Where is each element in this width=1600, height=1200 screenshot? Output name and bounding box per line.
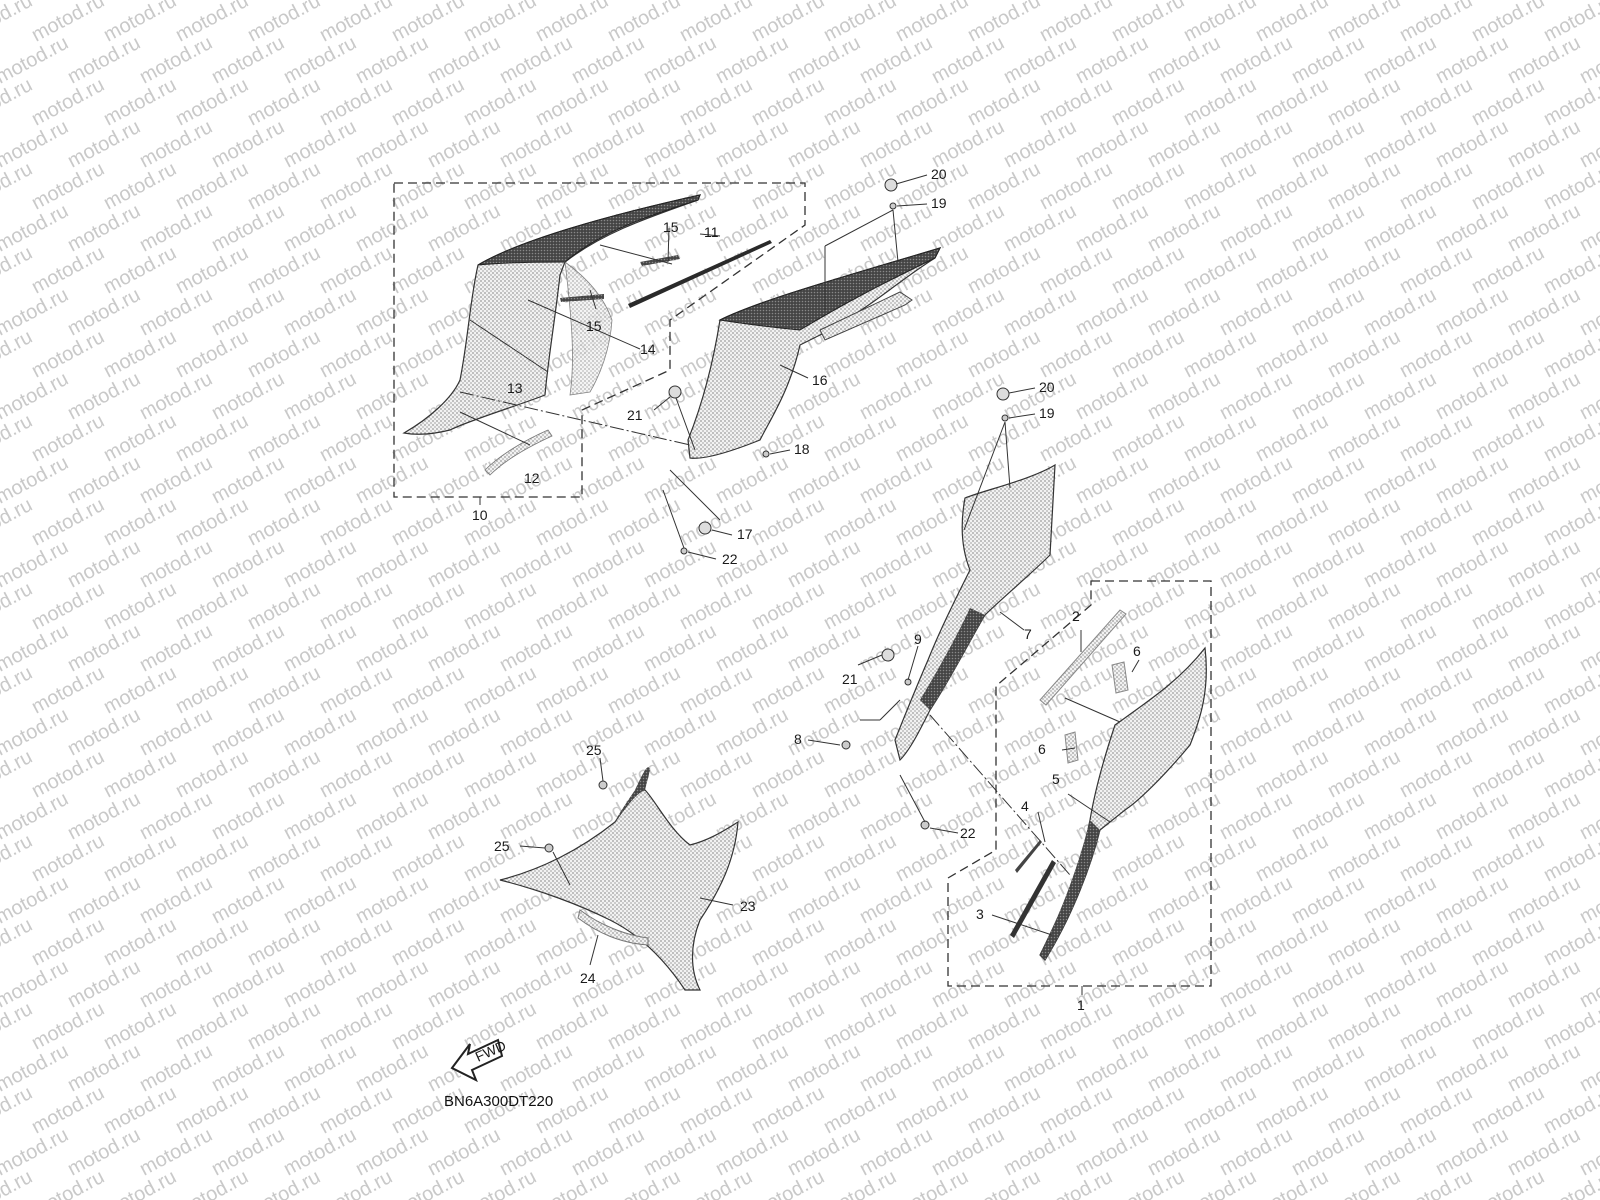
fastener-8 (841, 740, 851, 750)
cowl-part-13 (402, 194, 701, 435)
callout-13: 13 (507, 380, 523, 396)
pad-15-lower (560, 294, 604, 302)
fastener-19-lower (1001, 414, 1009, 422)
callout-6b: 6 (1038, 741, 1046, 757)
callout-17: 17 (737, 526, 753, 542)
callout-23: 23 (740, 898, 756, 914)
fastener-21-lower (881, 648, 895, 662)
callout-15a: 15 (663, 219, 679, 235)
callout-4: 4 (1021, 798, 1029, 814)
callout-3: 3 (976, 906, 984, 922)
callout-12: 12 (524, 470, 540, 486)
fastener-22 (680, 547, 688, 555)
callout-24: 24 (580, 970, 596, 986)
fastener-18 (762, 450, 770, 458)
callout-19a: 19 (931, 195, 947, 211)
fwd-arrow: FWD (450, 1037, 508, 1083)
cover-16-top-dark (718, 247, 941, 331)
callout-9: 9 (914, 631, 922, 647)
callout-25a: 25 (586, 742, 602, 758)
group-1-assembly (929, 580, 1212, 995)
callout-8: 8 (794, 731, 802, 747)
diagram-code: BN6A300DT220 (444, 1093, 553, 1110)
callout-15b: 15 (586, 318, 602, 334)
callout-19b: 19 (1039, 405, 1055, 421)
group-10-assembly (393, 182, 806, 505)
callout-5: 5 (1052, 771, 1060, 787)
panel-23 (499, 789, 739, 991)
bracket-16 (819, 291, 913, 341)
part-16-cover (459, 174, 942, 560)
fastener-20 (884, 178, 898, 192)
callout-20b: 20 (1039, 379, 1055, 395)
trim-12 (484, 429, 553, 476)
panel-5-dark-edge (1040, 820, 1100, 960)
callout-7: 7 (1024, 626, 1032, 642)
group-10-boundary (393, 182, 806, 498)
callout-labels: 1 2 3 4 5 6 6 7 8 9 10 11 12 13 14 15 15… (472, 166, 1141, 1013)
callout-16: 16 (812, 372, 828, 388)
fastener-25-lower (544, 843, 554, 853)
callout-1: 1 (1077, 997, 1085, 1013)
fastener-22-lower (920, 820, 930, 830)
cover-16 (687, 247, 942, 459)
callout-2: 2 (1072, 608, 1080, 624)
fastener-21 (668, 385, 682, 399)
callout-22b: 22 (960, 825, 976, 841)
callout-21b: 21 (842, 671, 858, 687)
fastener-19 (889, 202, 897, 210)
pad-6-lower (1064, 731, 1079, 764)
callout-14: 14 (640, 341, 656, 357)
callout-22a: 22 (722, 551, 738, 567)
callout-18: 18 (794, 441, 810, 457)
part-7-cover (807, 387, 1056, 834)
strip-4 (1015, 840, 1042, 873)
cowl-top-dark (477, 194, 701, 266)
callout-10: 10 (472, 507, 488, 523)
callout-25b: 25 (494, 838, 510, 854)
fastener-17 (698, 521, 712, 535)
trim-24 (577, 909, 649, 946)
cover-7-dark-edge (920, 608, 985, 710)
panel-23-dark (615, 767, 650, 822)
part-23-panel (499, 757, 739, 991)
strip-3 (1010, 860, 1056, 938)
fwd-arrow-icon (450, 1038, 504, 1083)
callout-11: 11 (704, 224, 719, 240)
pad-2 (1039, 609, 1127, 706)
callout-20a: 20 (931, 166, 947, 182)
group-1-boundary (947, 580, 1212, 987)
callout-6a: 6 (1133, 643, 1141, 659)
fastener-25-upper (598, 780, 608, 790)
strip-11 (628, 240, 772, 308)
fastener-20-lower (996, 387, 1010, 401)
callout-21a: 21 (627, 407, 643, 423)
pad-6-upper (1111, 661, 1129, 694)
